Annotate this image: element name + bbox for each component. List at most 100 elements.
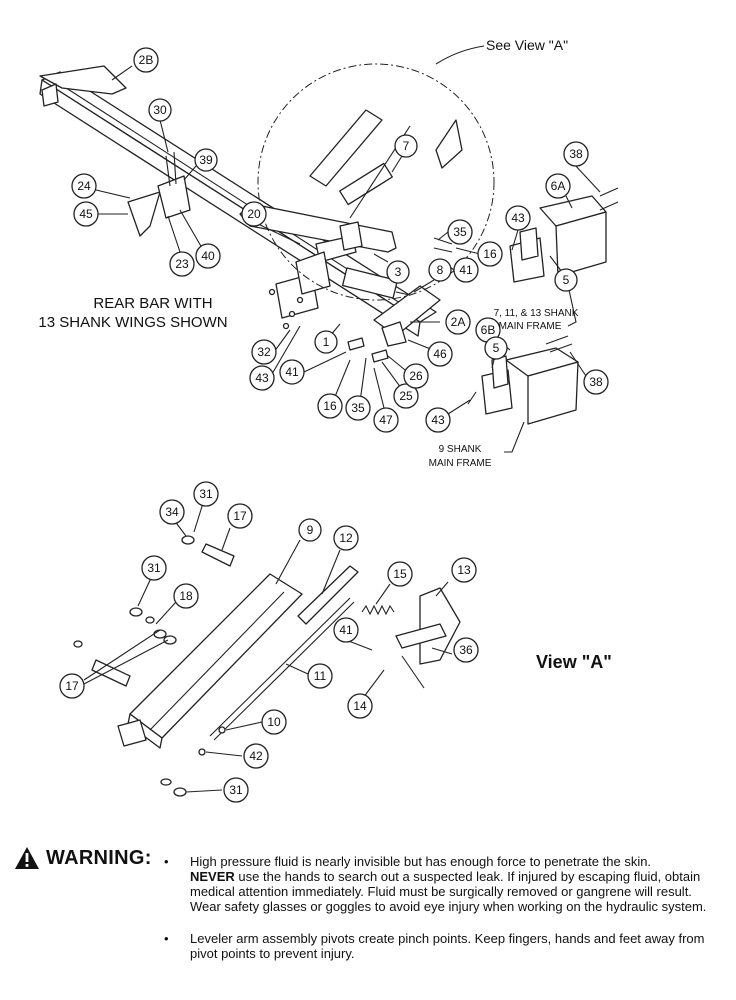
spring-15 <box>361 604 395 616</box>
callout-15: 15 <box>387 561 413 587</box>
callout-47: 47 <box>373 407 399 433</box>
callout-31-bottom: 31 <box>223 777 249 803</box>
callout-14: 14 <box>347 693 373 719</box>
svg-text:30: 30 <box>153 103 167 117</box>
warning-item: • Leveler arm assembly pivots create pin… <box>164 931 724 961</box>
callout-41-top: 41 <box>453 257 479 283</box>
callout-43-top: 43 <box>505 205 531 231</box>
main-frame-9-label-2: MAIN FRAME <box>429 458 492 469</box>
callout-16-mid: 16 <box>317 393 343 419</box>
main-frame-9 <box>481 347 579 425</box>
pin-17-left <box>91 659 131 687</box>
svg-text:6B: 6B <box>481 323 496 337</box>
leveler-tube-9 <box>117 573 303 749</box>
svg-text:41: 41 <box>285 365 299 379</box>
callout-31-top: 31 <box>193 481 219 507</box>
svg-text:45: 45 <box>79 207 93 221</box>
hitch-2A <box>373 285 441 347</box>
callout-11: 11 <box>307 663 333 689</box>
callout-24: 24 <box>71 173 97 199</box>
detail-inside-circle <box>309 109 463 219</box>
svg-text:41: 41 <box>339 623 353 637</box>
callout-6A: 6A <box>545 173 571 199</box>
svg-text:8: 8 <box>437 263 444 277</box>
bottom-leaders <box>83 499 453 793</box>
svg-text:38: 38 <box>569 147 583 161</box>
see-view-label: See View "A" <box>486 37 568 53</box>
callout-30: 30 <box>148 98 172 122</box>
callout-7: 7 <box>394 134 418 158</box>
callout-5-top: 5 <box>554 268 578 292</box>
bullet: • <box>164 854 169 869</box>
bullet: • <box>164 931 169 946</box>
svg-text:2B: 2B <box>139 53 154 67</box>
warning-item-text: Leveler arm assembly pivots create pinch… <box>190 931 705 961</box>
svg-text:40: 40 <box>201 249 215 263</box>
callout-12: 12 <box>333 525 359 551</box>
svg-text:24: 24 <box>77 179 91 193</box>
callout-45: 45 <box>73 201 99 227</box>
callout-32: 32 <box>251 339 277 365</box>
svg-text:31: 31 <box>147 561 161 575</box>
callout-31-left: 31 <box>141 555 167 581</box>
svg-text:31: 31 <box>229 783 243 797</box>
svg-text:3: 3 <box>395 265 402 279</box>
svg-text:38: 38 <box>589 375 603 389</box>
callout-23: 23 <box>169 251 195 277</box>
svg-text:1: 1 <box>323 335 330 349</box>
callout-17-left: 17 <box>59 673 85 699</box>
callout-13: 13 <box>451 557 477 583</box>
svg-text:15: 15 <box>393 567 407 581</box>
warning-list: • High pressure fluid is nearly invisibl… <box>164 854 724 978</box>
callout-17-top: 17 <box>227 503 253 529</box>
svg-text:23: 23 <box>175 257 189 271</box>
callout-42: 42 <box>243 743 269 769</box>
callout-25: 25 <box>393 383 419 409</box>
svg-text:42: 42 <box>249 749 263 763</box>
callout-34: 34 <box>159 499 185 525</box>
callout-43-left: 43 <box>249 365 275 391</box>
svg-text:43: 43 <box>431 413 445 427</box>
svg-text:17: 17 <box>65 679 79 693</box>
callout-39: 39 <box>194 148 218 172</box>
warning-item: • High pressure fluid is nearly invisibl… <box>164 854 724 914</box>
svg-text:31: 31 <box>199 487 213 501</box>
callout-8: 8 <box>428 258 452 282</box>
callout-38-bottom: 38 <box>583 369 609 395</box>
svg-text:12: 12 <box>339 531 353 545</box>
svg-text:18: 18 <box>179 589 193 603</box>
callout-46: 46 <box>427 341 453 367</box>
callout-35-top: 35 <box>447 219 473 245</box>
svg-text:9: 9 <box>307 523 314 537</box>
callout-26: 26 <box>403 363 429 389</box>
callout-2B: 2B <box>133 47 159 73</box>
rod-11 <box>209 597 355 741</box>
pin-12 <box>297 565 359 625</box>
svg-text:7: 7 <box>403 139 410 153</box>
main-frame-9-label-1: 9 SHANK <box>439 444 482 455</box>
svg-text:39: 39 <box>199 153 213 167</box>
main-frame-7-11-13 <box>509 195 607 283</box>
callout-20: 20 <box>241 201 267 227</box>
svg-text:5: 5 <box>563 273 570 287</box>
callout-2A: 2A <box>445 309 471 335</box>
warning-header: WARNING: <box>14 846 152 870</box>
main-bracket <box>275 251 331 319</box>
callout-10: 10 <box>261 709 287 735</box>
svg-text:25: 25 <box>399 389 413 403</box>
warning-item-lead: NEVER <box>190 869 235 884</box>
svg-text:13: 13 <box>457 563 471 577</box>
wing-bracket-24 <box>127 191 161 237</box>
callout-40: 40 <box>195 243 221 269</box>
svg-text:16: 16 <box>483 247 497 261</box>
callout-16-top: 16 <box>477 241 503 267</box>
view-a-label: View "A" <box>536 652 612 672</box>
callout-38-top: 38 <box>563 141 589 167</box>
callout-36: 36 <box>453 637 479 663</box>
callout-3: 3 <box>386 260 410 284</box>
svg-text:36: 36 <box>459 643 473 657</box>
svg-text:35: 35 <box>351 401 365 415</box>
view-a-detail-circle <box>257 63 495 301</box>
callout-18: 18 <box>173 583 199 609</box>
warning-item-text: High pressure fluid is nearly invisible … <box>190 854 652 869</box>
